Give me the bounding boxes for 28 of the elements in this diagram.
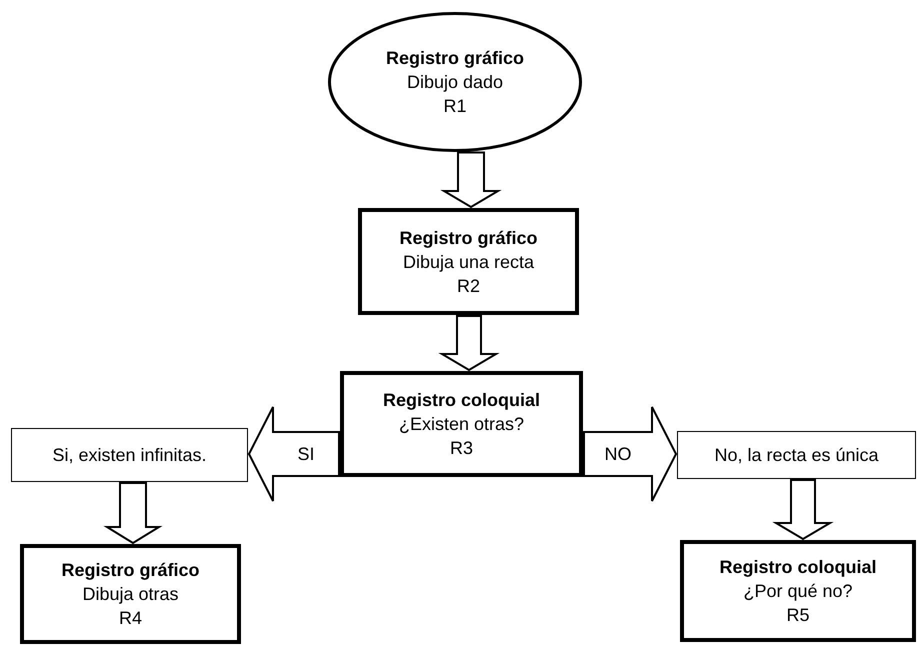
node-text: Dibuja otras xyxy=(82,583,179,606)
node-text: R1 xyxy=(443,95,466,118)
block-arrow xyxy=(440,151,502,208)
node-heading: Registro gráfico xyxy=(386,47,524,70)
node-text: Dibujo dado xyxy=(406,71,504,94)
block-arrow xyxy=(438,315,500,372)
node-heading: Registro gráfico xyxy=(399,226,538,250)
node-text: Si, existen infinitas. xyxy=(52,444,207,467)
node-text: ¿Existen otras? xyxy=(398,413,524,436)
answer-box xyxy=(677,431,916,479)
answer-box xyxy=(11,428,248,482)
node-text: R4 xyxy=(118,607,142,630)
start-ellipse xyxy=(328,12,582,152)
block-arrow xyxy=(103,482,163,544)
node-text: No, la recta es única xyxy=(714,444,879,467)
process-box xyxy=(358,208,579,315)
block-arrow xyxy=(772,479,834,540)
node-text: R3 xyxy=(450,437,473,460)
process-box xyxy=(20,544,241,644)
node-heading: Registro coloquial xyxy=(382,389,540,412)
node-text: ¿Por qué no? xyxy=(743,580,853,603)
node-text: R2 xyxy=(456,274,480,298)
node-heading: Registro gráfico xyxy=(61,559,200,582)
node-text: Dibuja una recta xyxy=(402,250,534,274)
node-heading: Registro coloquial xyxy=(719,556,877,579)
node-text: R5 xyxy=(786,604,810,627)
process-box xyxy=(680,540,916,642)
process-box xyxy=(340,371,583,477)
